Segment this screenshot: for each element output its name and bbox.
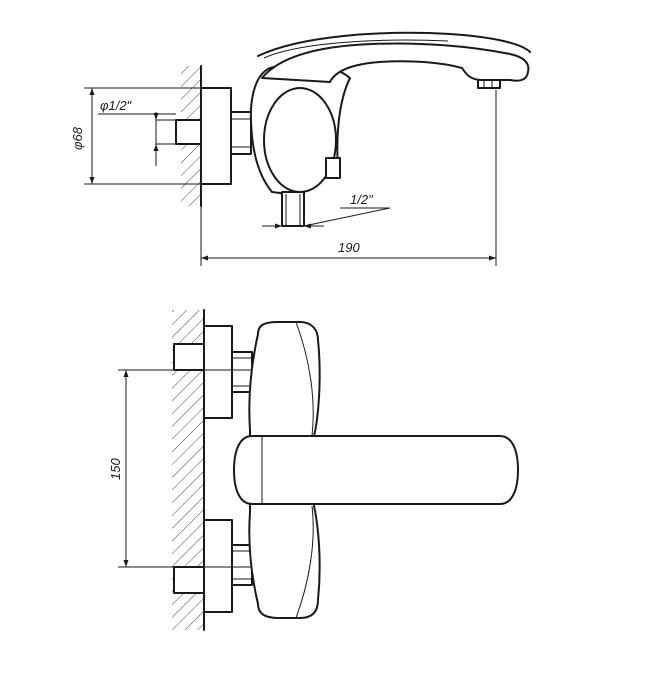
spout-top (261, 42, 530, 83)
dim-thread-inlet: φ1/2" (100, 98, 133, 113)
spout-bottom (233, 435, 519, 505)
dim-length-190: 190 (338, 240, 360, 255)
dim-diameter-68: φ68 (70, 126, 85, 150)
dim-thread-outlet: 1/2" (350, 192, 374, 207)
flange-lower (203, 519, 233, 613)
top-view: 150 (108, 309, 519, 631)
hose-outlet-top (281, 191, 305, 227)
inlet-pipe-top (175, 119, 203, 145)
inlet-pipe-lower (173, 566, 205, 594)
dim-spacing-150: 150 (108, 458, 123, 480)
wall-flange-top (200, 87, 232, 185)
inlet-pipe-upper (173, 343, 205, 371)
side-view: φ68 φ1/2" 1/2" 190 (70, 31, 531, 266)
eccentric-connector-top (230, 111, 252, 155)
diverter-knob-top (325, 157, 341, 179)
aerator-top (477, 79, 501, 89)
flange-upper (203, 325, 233, 419)
